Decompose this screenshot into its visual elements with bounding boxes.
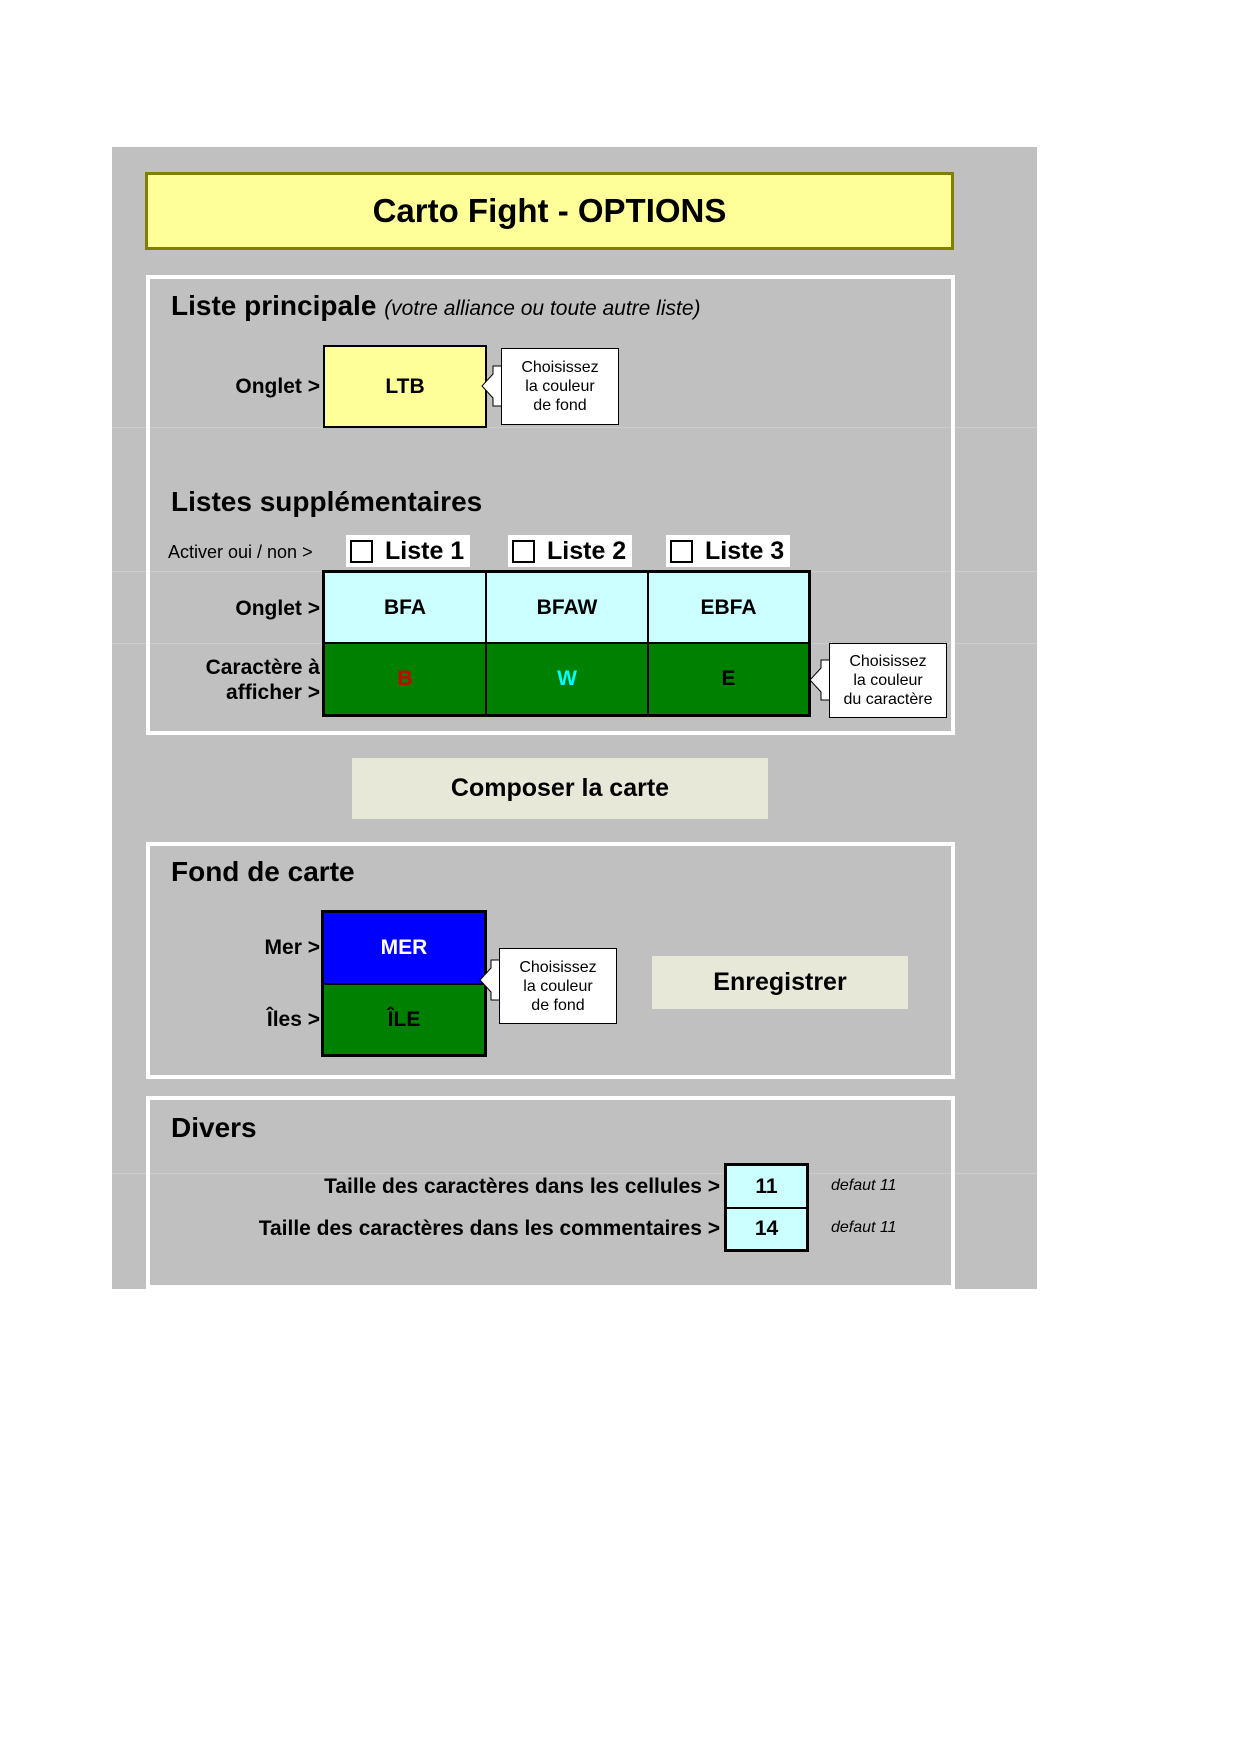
list-2-toggle[interactable]: Liste 2 bbox=[508, 535, 633, 567]
callout-arrow-icon bbox=[809, 659, 831, 701]
compose-map-button[interactable]: Composer la carte bbox=[352, 758, 768, 819]
sea-label: Mer > bbox=[264, 936, 320, 959]
main-tab-cell[interactable]: LTB bbox=[323, 345, 487, 428]
sea-cell[interactable]: MER bbox=[324, 913, 484, 983]
list-3-toggle[interactable]: Liste 3 bbox=[666, 535, 791, 567]
callout-line: la couleur bbox=[853, 672, 923, 689]
list-1-char-cell[interactable]: B bbox=[325, 644, 485, 714]
list-2-checkbox[interactable] bbox=[512, 539, 535, 563]
lists-panel bbox=[146, 275, 955, 735]
islands-label: Îles > bbox=[266, 1008, 320, 1031]
grid-line bbox=[112, 427, 1037, 428]
list-1-checkbox[interactable] bbox=[350, 539, 373, 563]
cell-font-size-label: Taille des caractères dans les cellules … bbox=[324, 1175, 720, 1198]
activate-label: Activer oui / non > bbox=[168, 542, 313, 562]
main-list-title: Liste principale bbox=[171, 290, 377, 321]
callout-line: Choisissez bbox=[519, 958, 597, 976]
list-1-toggle[interactable]: Liste 1 bbox=[346, 535, 471, 567]
grid-line bbox=[112, 1173, 1037, 1174]
list-2-tab-cell[interactable]: BFAW bbox=[487, 573, 647, 642]
bg-color-callout[interactable]: Choisissez la couleur de fond bbox=[501, 348, 619, 425]
char-label-line: Caractère à bbox=[205, 656, 320, 679]
comment-font-size-input[interactable]: 14 bbox=[727, 1209, 806, 1249]
misc-heading: Divers bbox=[171, 1112, 257, 1143]
char-color-callout[interactable]: Choisissez la couleur du caractère bbox=[829, 643, 947, 718]
callout-line: Choisissez bbox=[849, 653, 927, 670]
list-3-tab-cell[interactable]: EBFA bbox=[649, 573, 808, 642]
callout-line: la couleur bbox=[523, 977, 593, 995]
char-label-line: afficher > bbox=[226, 681, 320, 704]
map-background-heading: Fond de carte bbox=[171, 856, 355, 887]
list-3-checkbox[interactable] bbox=[670, 539, 693, 563]
page-title: Carto Fight - OPTIONS bbox=[145, 172, 954, 250]
list-1-tab-cell[interactable]: BFA bbox=[325, 573, 485, 642]
main-tab-label: Onglet > bbox=[235, 375, 320, 398]
map-bg-color-callout[interactable]: Choisissez la couleur de fond bbox=[499, 948, 617, 1024]
main-list-subtitle: (votre alliance ou toute autre liste) bbox=[384, 297, 701, 320]
list-3-checkbox-label: Liste 3 bbox=[705, 536, 785, 565]
misc-panel bbox=[146, 1096, 955, 1289]
char-label: Caractère à afficher > bbox=[160, 655, 320, 705]
extra-lists-heading: Listes supplémentaires bbox=[171, 486, 483, 517]
island-cell[interactable]: ÎLE bbox=[324, 985, 484, 1054]
map-background-panel bbox=[146, 842, 955, 1079]
callout-line: de fond bbox=[533, 397, 587, 414]
callout-line: la couleur bbox=[525, 378, 595, 395]
list-2-char-cell[interactable]: W bbox=[487, 644, 647, 714]
callout-line: du caractère bbox=[843, 691, 933, 708]
list-3-char-cell[interactable]: E bbox=[649, 644, 808, 714]
list-2-checkbox-label: Liste 2 bbox=[547, 536, 627, 565]
list-1-checkbox-label: Liste 1 bbox=[385, 536, 465, 565]
comment-font-size-label: Taille des caractères dans les commentai… bbox=[258, 1217, 720, 1240]
extra-tab-label: Onglet > bbox=[235, 597, 320, 620]
save-button[interactable]: Enregistrer bbox=[652, 956, 908, 1009]
cell-font-size-input[interactable]: 11 bbox=[727, 1166, 806, 1207]
callout-line: de fond bbox=[531, 996, 585, 1014]
callout-arrow-icon bbox=[481, 365, 503, 407]
main-list-heading: Liste principale (votre alliance ou tout… bbox=[171, 290, 701, 322]
callout-line: Choisissez bbox=[521, 359, 599, 376]
comment-font-size-default: defaut 11 bbox=[831, 1219, 897, 1236]
cell-font-size-default: defaut 11 bbox=[831, 1177, 897, 1194]
callout-arrow-icon bbox=[479, 959, 501, 1001]
